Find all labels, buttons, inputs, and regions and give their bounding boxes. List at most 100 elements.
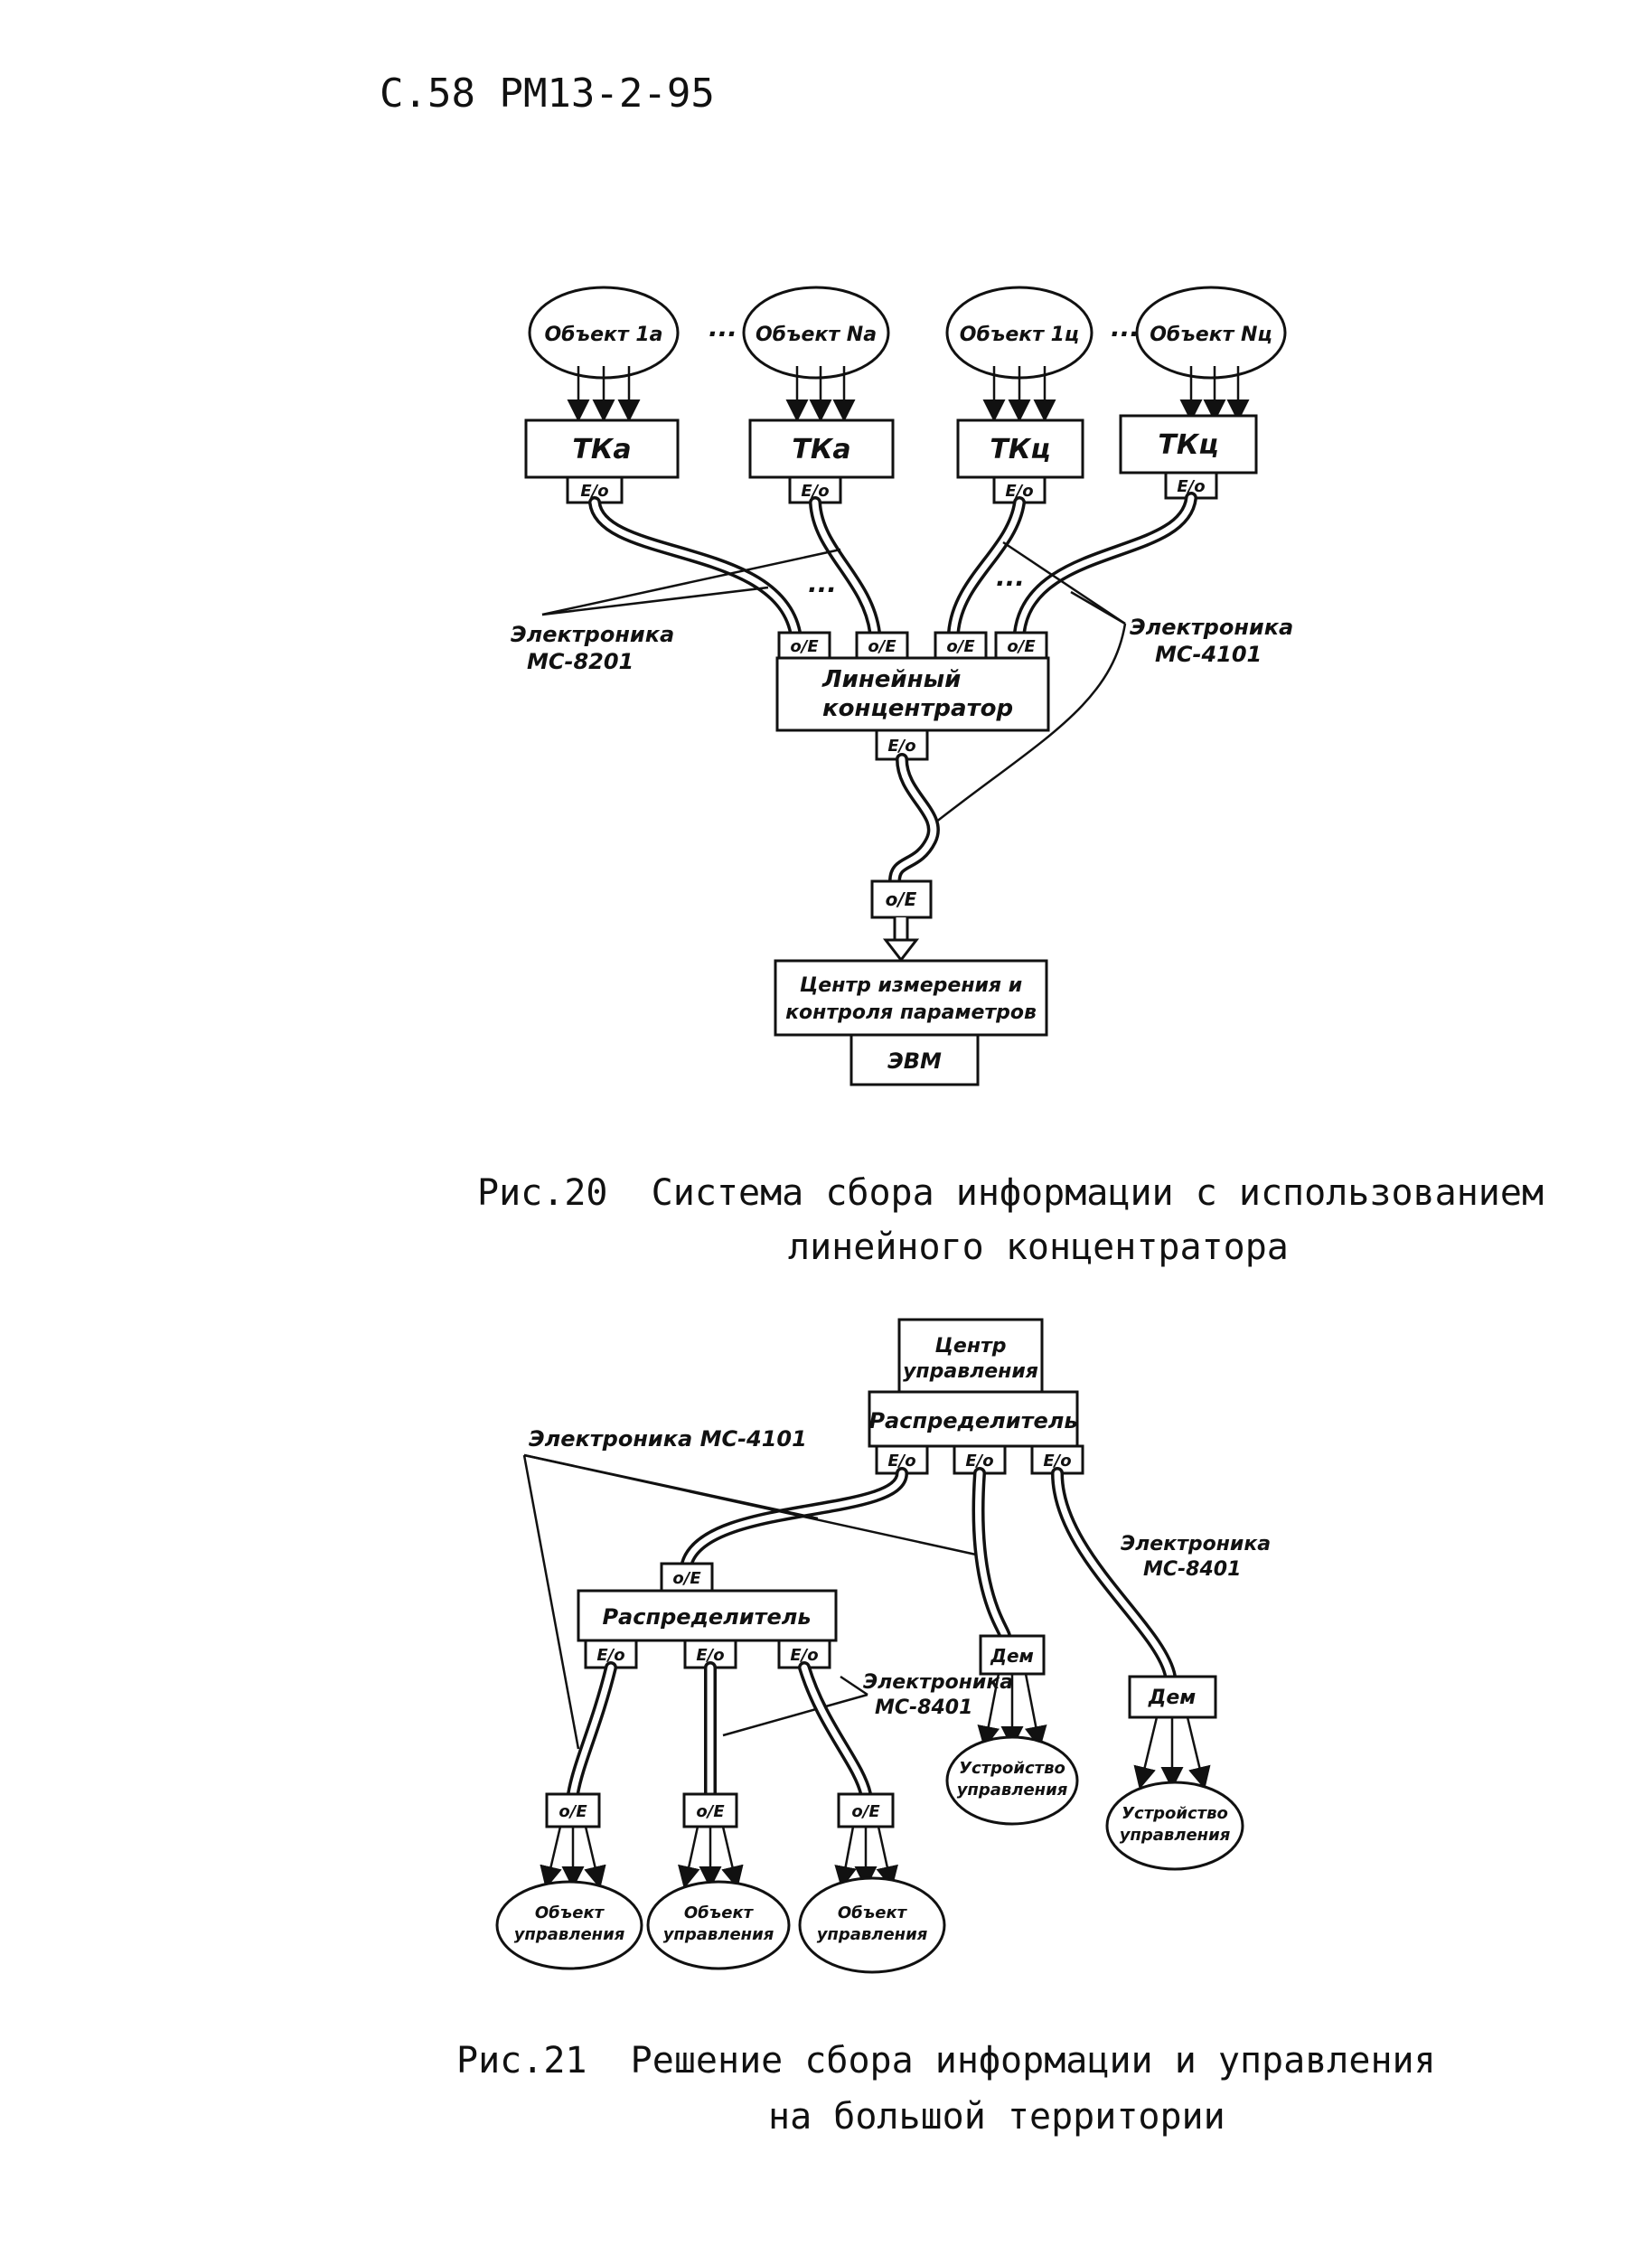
svg-text:о/Е: о/Е	[946, 637, 975, 656]
label-ms4101-top: Электроника МС-4101	[529, 1426, 807, 1452]
svg-text:Центр: Центр	[934, 1335, 1006, 1358]
svg-text:Е/о: Е/о	[1043, 1452, 1071, 1471]
svg-text:о/Е: о/Е	[696, 1802, 725, 1821]
svg-text:Е/о: Е/о	[887, 737, 915, 756]
svg-text:Объект Nа: Объект Nа	[756, 324, 877, 346]
svg-text:управления: управления	[1120, 1826, 1231, 1845]
svg-text:Распределитель: Распределитель	[868, 1408, 1077, 1433]
oe-converter-b1: о/Е	[545, 1792, 601, 1828]
linear-concentrator: о/Е о/Е о/Е о/Е Линейный концентратор Е/…	[775, 631, 1050, 761]
svg-text:Дем: Дем	[990, 1645, 1034, 1667]
fig21-cables-top	[681, 1467, 1177, 1683]
ellipsis-right: ...	[1111, 313, 1140, 343]
caption-fig20-line1: Рис.20 Система сбора информации с исполь…	[477, 1172, 1544, 1214]
oe-converter-b2: о/Е	[682, 1792, 738, 1828]
svg-text:ТКа: ТКа	[792, 434, 850, 465]
leader-lines-fig20	[541, 540, 1127, 823]
control-object-2: Объект управления	[646, 1880, 791, 1970]
control-object-1: Объект управления	[495, 1880, 643, 1970]
caption-fig20-line2: линейного концентратора	[788, 1226, 1289, 1268]
ellipsis-cables-right: ...	[996, 562, 1025, 592]
svg-text:о/Е: о/Е	[851, 1802, 880, 1821]
label-ms4101: Электроника МС-4101	[1130, 615, 1293, 667]
label-ms8201: Электроника МС-8201	[511, 622, 674, 674]
fiber-cables-top	[588, 492, 1197, 639]
tk-box-3: ТКц Е/о	[956, 418, 1084, 504]
svg-text:Электроника: Электроника	[511, 622, 674, 647]
svg-text:Е/о: Е/о	[596, 1646, 624, 1665]
leader-lines-fig21	[522, 1453, 977, 1750]
svg-text:Е/о: Е/о	[580, 482, 608, 501]
computer-box: ЭВМ	[849, 1033, 980, 1086]
oe-converter-bottom: о/Е	[870, 879, 933, 919]
svg-text:о/Е: о/Е	[1007, 637, 1036, 656]
svg-text:Е/о: Е/о	[1177, 477, 1205, 496]
label-ms8401-right: Электроника МС-8401	[1121, 1533, 1271, 1581]
svg-text:Устройство: Устройство	[959, 1759, 1065, 1778]
control-object-3: Объект управления	[798, 1876, 946, 1974]
svg-text:Е/о: Е/о	[801, 482, 829, 501]
svg-text:Дем: Дем	[1148, 1687, 1197, 1709]
hollow-arrow	[882, 917, 920, 963]
svg-text:Объект: Объект	[535, 1903, 605, 1922]
svg-text:управления: управления	[903, 1360, 1038, 1383]
figure-20: Объект 1а ... Объект Nа Объект 1ц ... Об…	[511, 286, 1293, 1086]
svg-text:Е/о: Е/о	[1005, 482, 1033, 501]
fiber-cable-down	[888, 753, 940, 888]
object-1c: Объект 1ц	[945, 286, 1094, 380]
caption-fig21-line1: Рис.21 Решение сбора информации и управл…	[456, 2040, 1436, 2082]
svg-text:МС-8201: МС-8201	[527, 649, 634, 674]
dem-box-2: Дем	[1128, 1675, 1217, 1719]
dem-arrows	[977, 1673, 1211, 1790]
tk-box-1: ТКа Е/о	[524, 418, 680, 504]
svg-text:Электроника: Электроника	[1121, 1533, 1271, 1555]
svg-text:управления: управления	[957, 1781, 1068, 1800]
page-header: С.58 РМ13-2-95	[380, 70, 715, 117]
svg-text:Е/о: Е/о	[696, 1646, 724, 1665]
svg-text:Е/о: Е/о	[965, 1452, 993, 1471]
svg-text:Объект 1ц: Объект 1ц	[960, 324, 1079, 346]
svg-text:ТКц: ТКц	[1158, 429, 1218, 461]
svg-text:Центр измерения и: Центр измерения и	[800, 974, 1022, 997]
svg-text:МС-8401: МС-8401	[1143, 1558, 1241, 1581]
control-center: Центр управления	[897, 1318, 1044, 1394]
svg-text:ЭВМ: ЭВМ	[887, 1048, 942, 1074]
object-1a: Объект 1а	[528, 286, 680, 380]
svg-text:о/Е: о/Е	[558, 1802, 587, 1821]
distributor-mid: о/Е Распределитель Е/о Е/о Е/о	[577, 1562, 838, 1669]
svg-text:Объект: Объект	[838, 1903, 908, 1922]
caption-fig21-line2: на большой территории	[768, 2096, 1225, 2138]
svg-text:ТКа: ТКа	[572, 434, 631, 465]
measurement-center: Центр измерения и контроля параметров	[774, 959, 1048, 1037]
object-nc: Объект Nц	[1135, 286, 1287, 380]
object-arrows	[567, 366, 1250, 422]
control-device-2: Устройство управления	[1105, 1781, 1244, 1871]
svg-text:Е/о: Е/о	[887, 1452, 915, 1471]
svg-text:Линейный: Линейный	[821, 666, 961, 693]
distributor-top: Распределитель Е/о Е/о Е/о	[868, 1390, 1084, 1475]
svg-text:Электроника: Электроника	[1130, 615, 1293, 640]
dem-box-1: Дем	[979, 1634, 1046, 1676]
svg-text:Е/о: Е/о	[790, 1646, 818, 1665]
svg-text:МС-4101: МС-4101	[1155, 642, 1262, 667]
svg-text:о/Е: о/Е	[672, 1569, 701, 1588]
svg-text:Устройство: Устройство	[1122, 1804, 1228, 1823]
object-arrows-fig21	[540, 1826, 898, 1889]
svg-text:о/Е: о/Е	[790, 637, 819, 656]
svg-text:концентратор: концентратор	[822, 695, 1013, 722]
oe-converter-b3: о/Е	[837, 1792, 895, 1828]
svg-text:управления: управления	[817, 1925, 928, 1944]
control-device-1: Устройство управления	[945, 1735, 1079, 1826]
tk-box-2: ТКа Е/о	[748, 418, 895, 504]
fig21-cables-mid	[567, 1661, 872, 1800]
ellipsis-cables-left: ...	[808, 569, 837, 598]
svg-text:контроля параметров: контроля параметров	[785, 1001, 1037, 1024]
svg-text:управления: управления	[514, 1925, 625, 1944]
tk-box-4: ТКц Е/о	[1119, 414, 1258, 500]
svg-text:МС-8401: МС-8401	[875, 1696, 972, 1719]
svg-text:Распределитель: Распределитель	[602, 1604, 811, 1630]
svg-text:ТКц: ТКц	[990, 434, 1050, 465]
figure-21: Центр управления Распределитель Е/о Е/о …	[495, 1318, 1271, 1974]
svg-text:о/Е: о/Е	[868, 637, 896, 656]
